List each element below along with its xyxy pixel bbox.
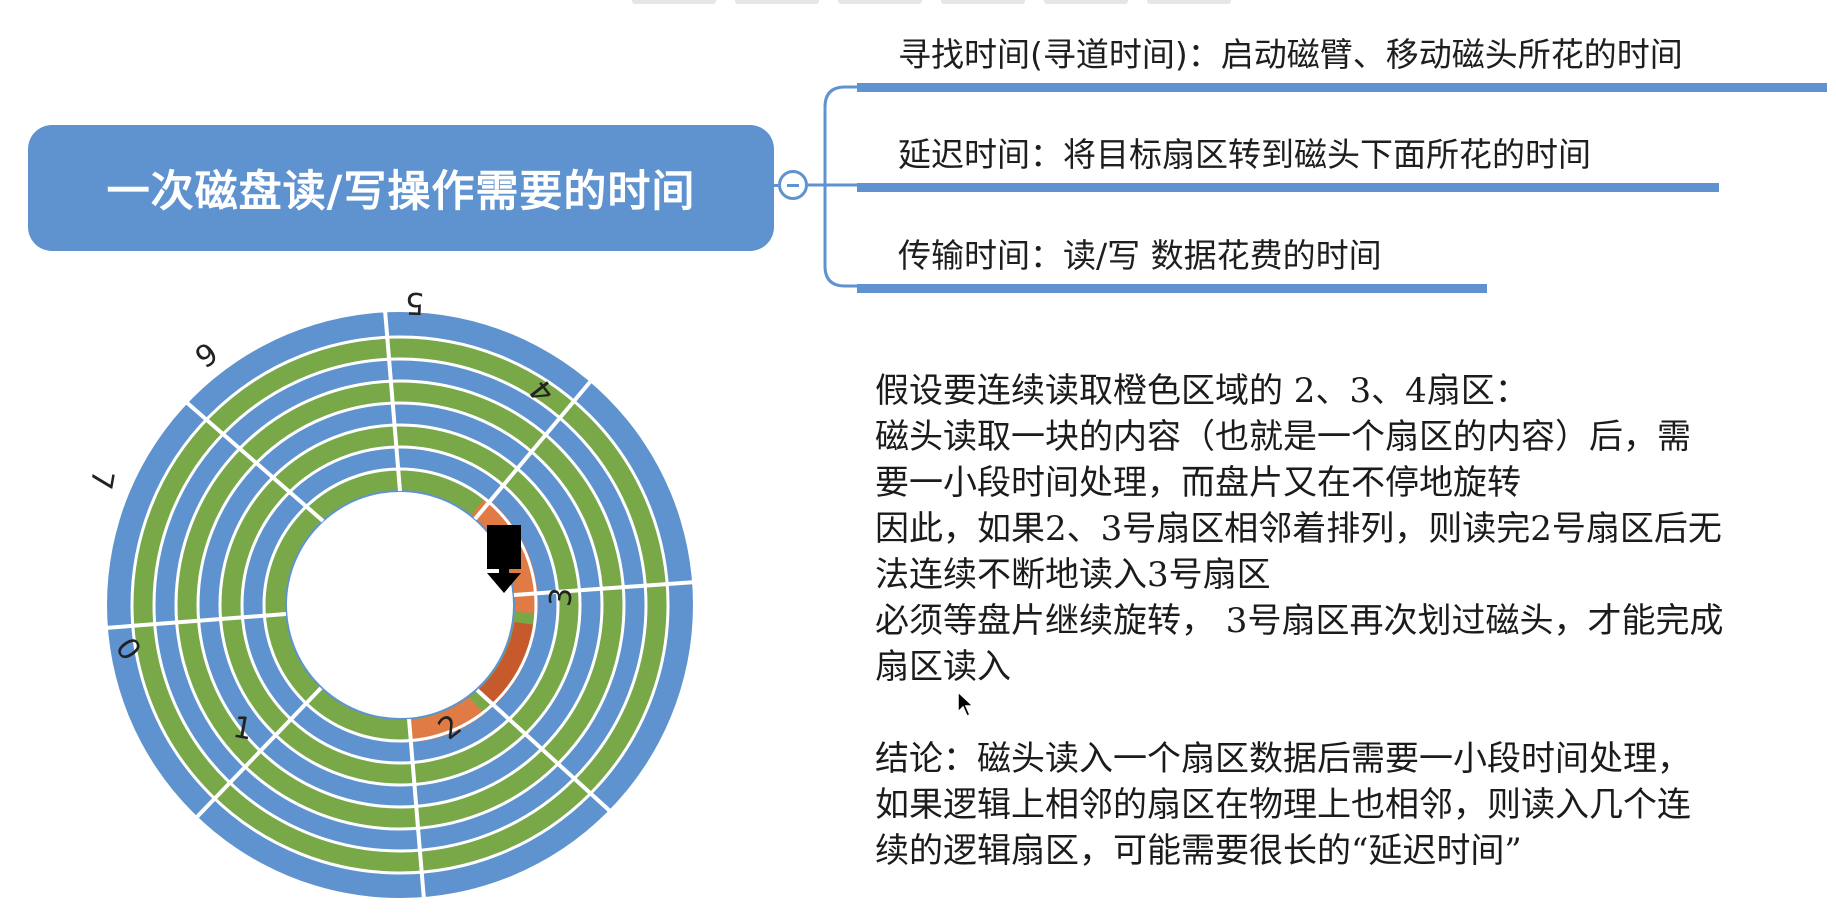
mouse-cursor-icon — [957, 690, 975, 717]
conclusion-line: 续的逻辑扇区，可能需要很长的“延迟时间” — [875, 831, 1522, 871]
read-head-icon — [487, 525, 521, 593]
toolbar-stub — [941, 0, 1025, 4]
paragraph-gap — [875, 690, 1815, 736]
explanation-line: 磁头读取一块的内容（也就是一个扇区的内容）后，需 — [875, 417, 1691, 457]
mindmap-root-node[interactable]: 一次磁盘读/写操作需要的时间 — [28, 125, 774, 251]
track-separators — [130, 335, 670, 875]
root-connector — [774, 184, 778, 187]
highlight-sector-3 — [477, 622, 536, 707]
branch-underline — [857, 284, 1487, 293]
toolbar-stub — [1147, 0, 1231, 4]
toolbar-stub — [735, 0, 819, 4]
conclusion-line: 结论：磁头读入一个扇区数据后需要一小段时间处理， — [875, 739, 1691, 779]
toolbar-stub — [1044, 0, 1128, 4]
branch-transfer-time[interactable]: 传输时间：读/写 数据花费的时间 — [898, 236, 1382, 275]
explanation-line: 法连续不断地读入3号扇区 — [875, 555, 1271, 595]
toolbar-stub — [838, 0, 922, 4]
explanation-line: 必须等盘片继续旋转， 3号扇区再次划过磁头，才能完成 — [875, 601, 1724, 641]
branch-underline — [857, 83, 1827, 92]
sector-dividers — [104, 309, 697, 901]
explanation-line: 扇区读入 — [875, 647, 1011, 687]
disk-spindle-hole — [285, 490, 515, 720]
conclusion-line: 如果逻辑上相邻的扇区在物理上也相邻，则读入几个连 — [875, 785, 1691, 825]
toolbar-stub — [632, 0, 716, 4]
explanation-line: 假设要连续读取橙色区域的 2、3、4扇区： — [875, 371, 1529, 411]
minus-icon — [787, 184, 799, 187]
branch-rotational-delay[interactable]: 延迟时间：将目标扇区转到磁头下面所花的时间 — [898, 135, 1591, 174]
explanation-line: 要一小段时间处理，而盘片又在不停地旋转 — [875, 463, 1521, 503]
sector-label-5: 5 — [405, 285, 425, 321]
branch-seek-time[interactable]: 寻找时间(寻道时间)：启动磁臂、移动磁头所花的时间 — [898, 35, 1683, 74]
branch-underline — [857, 183, 1719, 192]
explanation-text-block: 假设要连续读取橙色区域的 2、3、4扇区： 磁头读取一块的内容（也就是一个扇区的… — [875, 368, 1815, 874]
collapse-toggle-button[interactable] — [778, 170, 808, 200]
root-node-label: 一次磁盘读/写操作需要的时间 — [106, 167, 696, 217]
highlight-sector-2 — [411, 697, 485, 743]
explanation-line: 因此，如果2、3号扇区相邻着排列，则读完2号扇区后无 — [875, 509, 1722, 549]
sector-label-6: 6 — [188, 334, 224, 374]
disk-platter-diagram: 5 4 3 2 1 0 7 6 — [82, 285, 697, 901]
sector-label-7: 7 — [82, 467, 120, 492]
sector-label-3: 3 — [543, 586, 580, 608]
